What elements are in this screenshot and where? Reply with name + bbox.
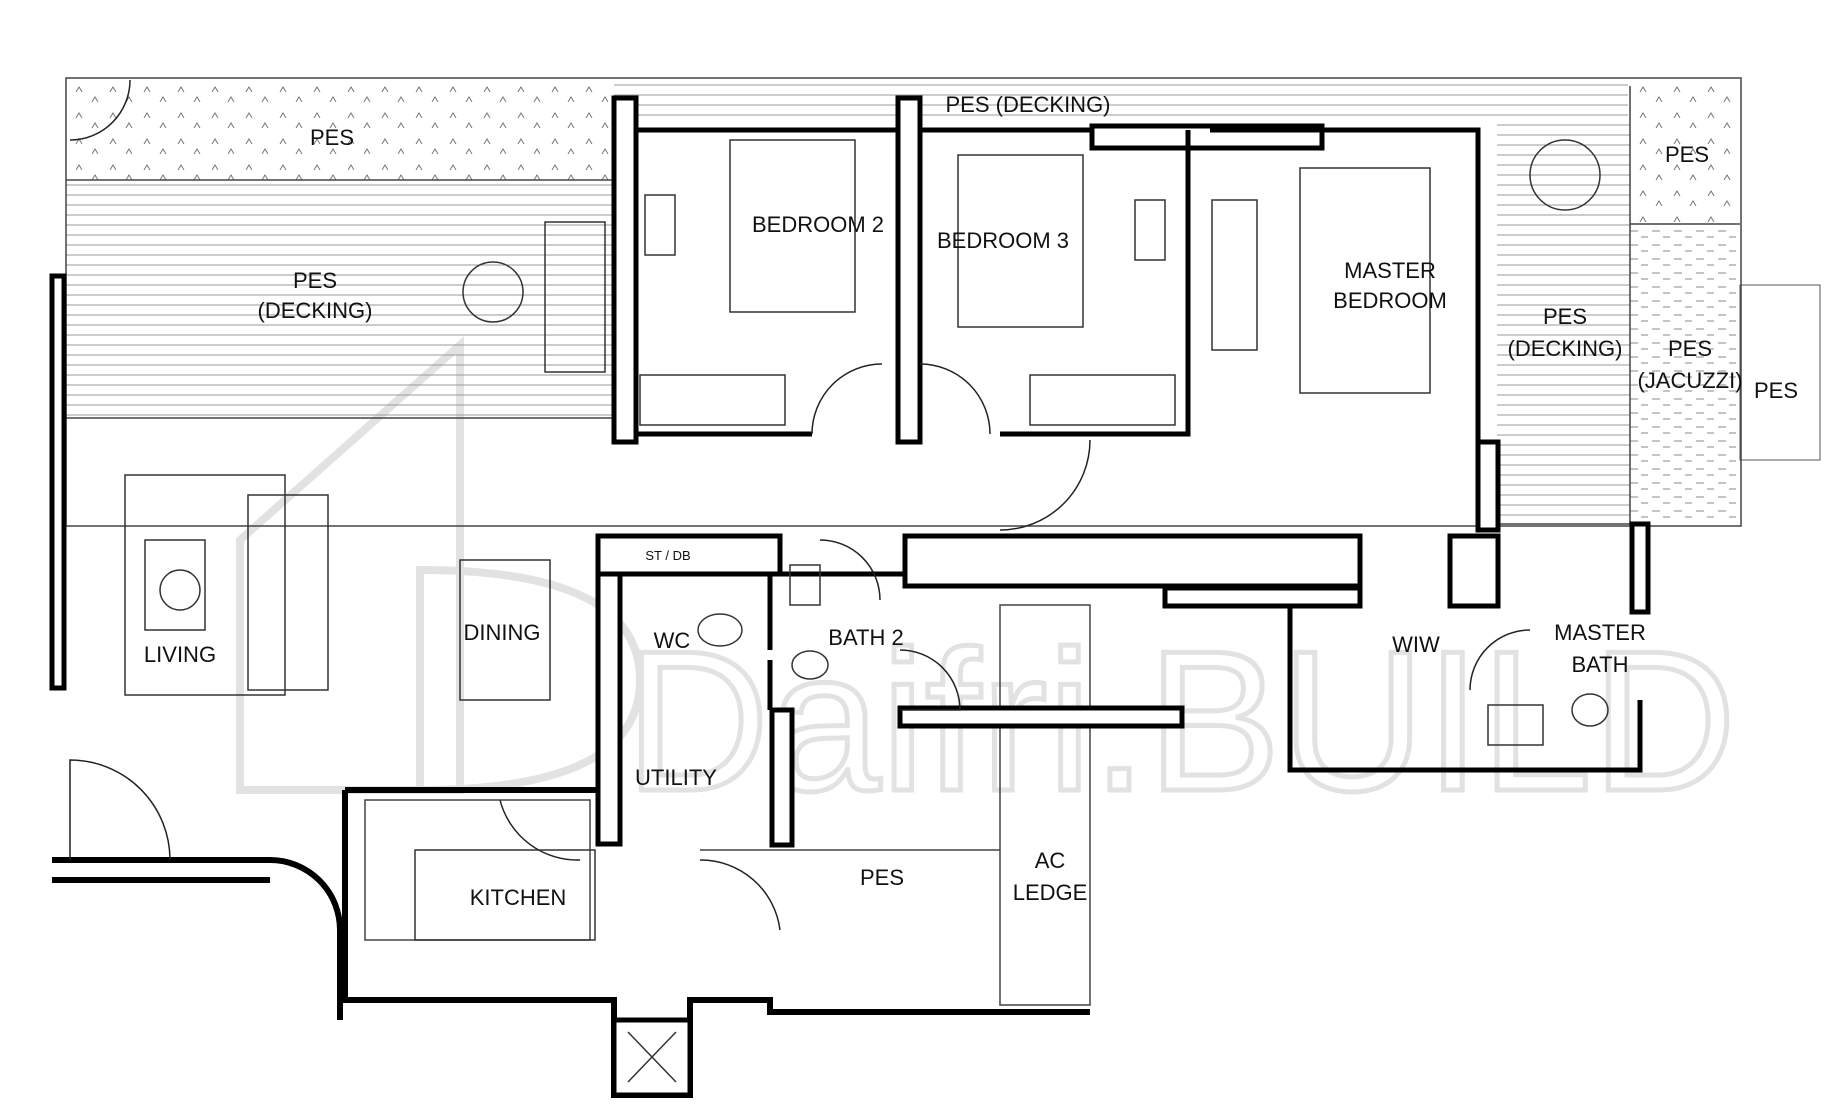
label-living: LIVING	[144, 642, 216, 667]
label-master-bath-2: BATH	[1571, 652, 1628, 677]
pes-decking-top	[614, 84, 1628, 124]
bedroom-3-bed	[957, 154, 1084, 328]
label-master-bath-1: MASTER	[1554, 620, 1646, 645]
label-st-db: ST / DB	[645, 548, 690, 563]
label-bedroom-2: BEDROOM 2	[752, 212, 884, 237]
label-pes-top-left: PES	[310, 125, 354, 150]
label-pes-top-right: PES	[1665, 142, 1709, 167]
pes-sofa	[544, 221, 606, 373]
label-pes-decking-right-2: (DECKING)	[1508, 336, 1623, 361]
label-master-bedroom-2: BEDROOM	[1333, 288, 1447, 313]
wall-bedroom-3-left	[895, 95, 923, 445]
label-pes-jacuzzi-2: (JACUZZI)	[1637, 368, 1742, 393]
label-pes-jacuzzi-1: PES	[1668, 336, 1712, 361]
pes-jacuzzi	[1630, 224, 1740, 524]
walls	[49, 95, 1651, 1098]
wall-master-right-post	[1475, 439, 1501, 533]
wall-corridor-strip	[902, 533, 1363, 589]
wall-utility-left	[595, 571, 623, 847]
label-kitchen: KITCHEN	[470, 885, 567, 910]
pes-grass-top-right	[1630, 86, 1740, 224]
wall-living-left	[49, 273, 67, 691]
room-labels: PES PES (DECKING) PES (DECKING) BEDROOM …	[144, 92, 1798, 910]
pes-decking-right	[1497, 124, 1630, 524]
label-ac-ledge-2: LEDGE	[1013, 880, 1088, 905]
label-bath-2: BATH 2	[828, 625, 903, 650]
wall-master-bath-right	[1629, 521, 1651, 615]
living-sofa	[247, 494, 329, 691]
wall-bath-2-bottom	[897, 705, 1185, 729]
label-bedroom-3: BEDROOM 3	[937, 228, 1069, 253]
label-pes-decking-right-1: PES	[1543, 304, 1587, 329]
pes-grass-top-left	[66, 80, 614, 180]
bedroom-2-bed	[729, 139, 856, 313]
dining-table	[459, 559, 551, 701]
label-dining: DINING	[464, 620, 541, 645]
master-bed	[1299, 167, 1431, 394]
label-pes-far-right: PES	[1754, 378, 1798, 403]
doors	[69, 79, 1531, 931]
wall-utility-right	[769, 707, 795, 848]
label-pes-decking-left-2: (DECKING)	[258, 298, 373, 323]
label-wc: WC	[654, 628, 691, 653]
label-pes-decking-top: PES (DECKING)	[945, 92, 1110, 117]
living-coffee-table	[144, 539, 206, 631]
label-wiw: WIW	[1392, 632, 1440, 657]
label-ac-ledge-1: AC	[1035, 848, 1066, 873]
label-master-bedroom-1: MASTER	[1344, 258, 1436, 283]
pes-far-right	[1739, 284, 1821, 461]
label-utility: UTILITY	[635, 765, 717, 790]
label-pes-decking-left-1: PES	[293, 268, 337, 293]
wall-master-bath-post	[1447, 533, 1501, 609]
living-lamp	[159, 569, 201, 611]
outdoor-areas	[66, 80, 1821, 524]
wall-wiw-strip	[1162, 585, 1363, 609]
label-pes-bottom: PES	[860, 865, 904, 890]
furniture	[124, 139, 1609, 1083]
wall-bedroom-2-left	[611, 95, 639, 445]
living-rug	[124, 474, 286, 696]
